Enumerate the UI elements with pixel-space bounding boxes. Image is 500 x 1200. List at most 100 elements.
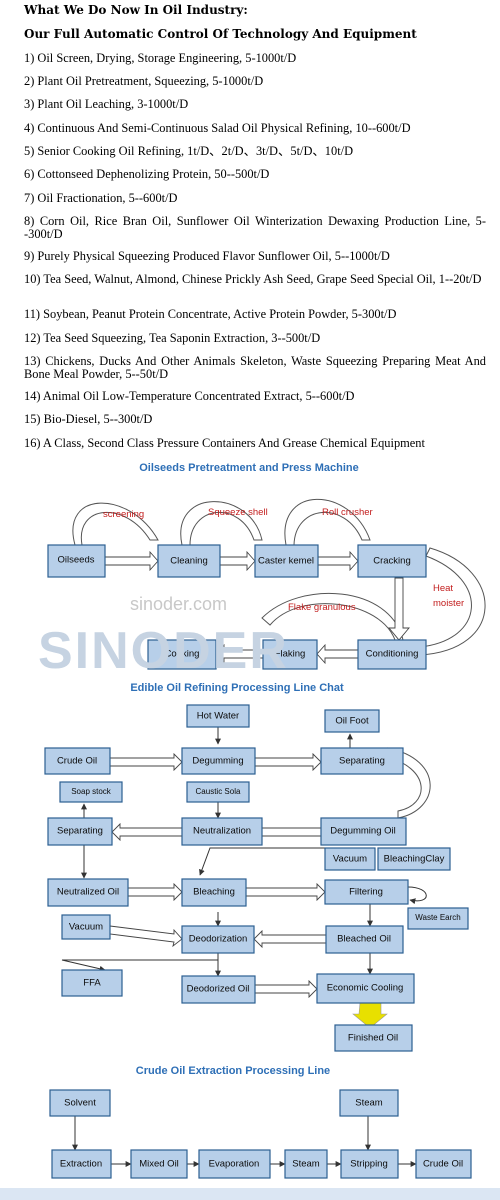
list-item: 3) Plant Oil Leaching, 3-1000t/D bbox=[24, 97, 189, 111]
svg-text:Neutralized Oil: Neutralized Oil bbox=[57, 887, 119, 898]
intro-title: What We Do Now In Oil Industry: bbox=[24, 3, 248, 17]
list-item: 13) Chickens, Ducks And Other Animals Sk… bbox=[24, 354, 486, 381]
arrow-bleached-deodorization bbox=[253, 929, 327, 949]
svg-text:Filtering: Filtering bbox=[349, 887, 383, 898]
svg-text:Soap stock: Soap stock bbox=[71, 787, 112, 796]
arrow-crude-degumming bbox=[109, 752, 183, 772]
list-item: 8) Corn Oil, Rice Bran Oil, Sunflower Oi… bbox=[24, 214, 486, 241]
list-item: 6) Cottonseed Dephenolizing Protein, 50-… bbox=[24, 167, 270, 181]
arrow-degoil-neutralization bbox=[253, 822, 322, 842]
down-arrow bbox=[388, 577, 410, 641]
node-steam-top: Steam bbox=[339, 1089, 399, 1117]
arrow-vacuum-bleaching bbox=[199, 847, 350, 876]
svg-text:Solvent: Solvent bbox=[64, 1098, 96, 1109]
node-cooking: Cooking bbox=[147, 639, 217, 670]
node-bleached-oil: Bleached Oil bbox=[325, 925, 404, 954]
arrow-neutralized-bleaching bbox=[127, 882, 183, 902]
node-flaking: Flaking bbox=[262, 639, 318, 670]
node-evaporation: Evaporation bbox=[198, 1149, 271, 1179]
svg-text:Caster kemel: Caster kemel bbox=[258, 556, 314, 567]
list-item: 11) Soybean, Peanut Protein Concentrate,… bbox=[24, 307, 397, 321]
svg-text:Vacuum: Vacuum bbox=[69, 922, 103, 933]
node-finished-oil: Finished Oil bbox=[334, 1024, 413, 1052]
node-conditioning: Conditioning bbox=[357, 639, 427, 670]
node-extraction: Extraction bbox=[51, 1149, 112, 1179]
svg-text:Bleached Oil: Bleached Oil bbox=[337, 934, 391, 945]
list-item: 4) Continuous And Semi-Continuous Salad … bbox=[24, 121, 411, 135]
node-degumming-oil: Degumming Oil bbox=[320, 817, 407, 846]
node-cleaning: Cleaning bbox=[157, 544, 221, 578]
svg-text:Steam: Steam bbox=[355, 1098, 383, 1109]
node-ffa: FFA bbox=[61, 969, 123, 997]
arrow-conditioning-flaking bbox=[316, 643, 359, 665]
list-item: 14) Animal Oil Low-Temperature Concentra… bbox=[24, 389, 355, 403]
svg-text:Degumming Oil: Degumming Oil bbox=[330, 826, 395, 837]
svg-text:Extraction: Extraction bbox=[60, 1159, 102, 1170]
intro-subtitle: Our Full Automatic Control Of Technology… bbox=[24, 27, 417, 41]
list-item: 10) Tea Seed, Walnut, Almond, Chinese Pr… bbox=[24, 272, 482, 286]
node-bleaching: Bleaching bbox=[181, 878, 247, 907]
svg-text:Waste Earch: Waste Earch bbox=[415, 913, 461, 922]
svg-text:Cleaning: Cleaning bbox=[170, 556, 208, 567]
pretreatment-title: Oilseeds Pretreatment and Press Machine bbox=[139, 462, 358, 474]
arrow-deodorization-ffa bbox=[61, 953, 219, 972]
node-caster-kemel: Caster kemel bbox=[254, 544, 319, 578]
arrow-degumming-separating bbox=[254, 752, 322, 772]
screening-label: screening bbox=[103, 509, 144, 520]
svg-text:Neutralization: Neutralization bbox=[193, 826, 251, 837]
node-bleaching-clay: BleachingClay bbox=[377, 847, 451, 871]
svg-text:Cooking: Cooking bbox=[165, 649, 200, 660]
node-oil-foot: Oil Foot bbox=[324, 709, 380, 733]
flake-curve-arrow bbox=[261, 592, 404, 641]
list-item: 2) Plant Oil Pretreatment, Squeezing, 5-… bbox=[24, 74, 264, 88]
svg-text:Finished Oil: Finished Oil bbox=[348, 1033, 398, 1044]
svg-text:Evaporation: Evaporation bbox=[209, 1159, 260, 1170]
svg-text:Deodorized Oil: Deodorized Oil bbox=[187, 984, 250, 995]
list-item: 7) Oil Fractionation, 5--600t/D bbox=[24, 191, 178, 205]
node-deodorized-oil: Deodorized Oil bbox=[181, 975, 256, 1004]
svg-text:Vacuum: Vacuum bbox=[333, 854, 367, 865]
svg-text:Oilseeds: Oilseeds bbox=[58, 555, 95, 566]
svg-text:Degumming: Degumming bbox=[192, 756, 243, 767]
svg-text:Stripping: Stripping bbox=[350, 1159, 388, 1170]
svg-text:Economic Cooling: Economic Cooling bbox=[327, 983, 404, 994]
node-hot-water: Hot Water bbox=[186, 704, 250, 728]
squeeze-label: Squeeze shell bbox=[208, 507, 268, 518]
arrow-neutralization-separating bbox=[111, 822, 183, 842]
arrow-cleaning-caster bbox=[219, 550, 256, 572]
svg-text:Hot Water: Hot Water bbox=[197, 711, 239, 722]
node-crude-oil-out: Crude Oil bbox=[415, 1149, 472, 1179]
node-soap-stock: Soap stock bbox=[59, 781, 123, 803]
arrow-cooling-finished bbox=[352, 1002, 388, 1029]
node-stripping: Stripping bbox=[340, 1149, 399, 1179]
svg-text:Flaking: Flaking bbox=[275, 649, 306, 660]
list-item: 1) Oil Screen, Drying, Storage Engineeri… bbox=[24, 51, 297, 65]
node-vacuum-left: Vacuum bbox=[61, 914, 111, 940]
node-oilseeds: Oilseeds bbox=[47, 544, 106, 578]
node-economic-cooling: Economic Cooling bbox=[316, 973, 415, 1004]
extraction-title: Crude Oil Extraction Processing Line bbox=[136, 1065, 330, 1077]
list-item: 5) Senior Cooking Oil Refining, 1t/D、2t/… bbox=[24, 144, 354, 158]
node-solvent: Solvent bbox=[49, 1089, 111, 1117]
arrow-deodorized-cooling bbox=[254, 979, 318, 999]
list-item: 9) Purely Physical Squeezing Produced Fl… bbox=[24, 249, 390, 263]
heat-label: Heat bbox=[433, 583, 453, 594]
svg-text:Cracking: Cracking bbox=[373, 556, 411, 567]
refining-title: Edible Oil Refining Processing Line Chat bbox=[130, 682, 344, 694]
svg-text:Crude Oil: Crude Oil bbox=[423, 1159, 463, 1170]
moister-label: moister bbox=[433, 598, 464, 609]
watermark-brand: SINODER bbox=[38, 622, 289, 680]
node-steam: Steam bbox=[284, 1149, 328, 1179]
arrow-vacuum-deodorization bbox=[109, 925, 183, 948]
arrow-bleaching-filtering bbox=[245, 882, 326, 902]
node-mixed-oil: Mixed Oil bbox=[130, 1149, 188, 1179]
svg-text:Separating: Separating bbox=[57, 826, 103, 837]
node-waste-earch: Waste Earch bbox=[407, 907, 469, 930]
node-neutralized-oil: Neutralized Oil bbox=[47, 878, 129, 907]
roll-curve-arrow bbox=[284, 498, 371, 546]
node-separating-top: Separating bbox=[320, 747, 404, 775]
svg-text:Separating: Separating bbox=[339, 756, 385, 767]
bottom-strip bbox=[0, 1188, 500, 1200]
arrow-filtering-waste bbox=[407, 886, 427, 905]
node-filtering: Filtering bbox=[324, 879, 409, 905]
